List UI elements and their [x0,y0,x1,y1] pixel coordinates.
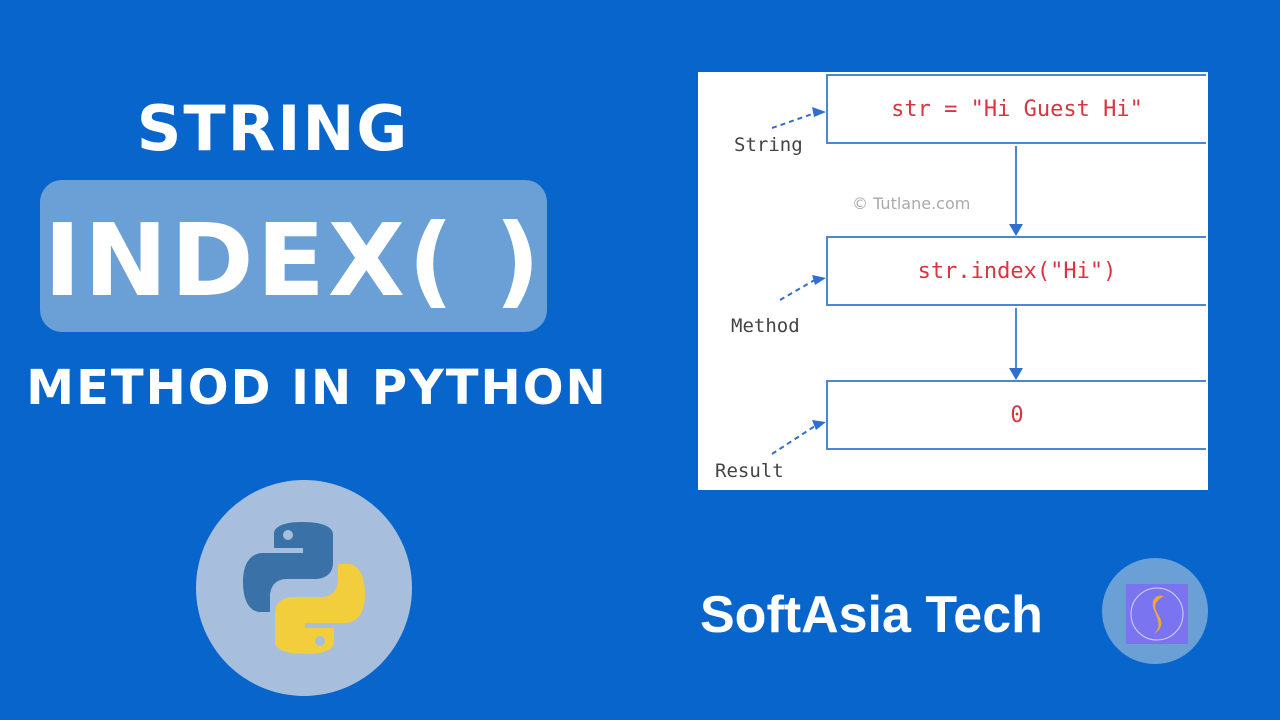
title-line3: METHOD IN PYTHON [26,360,608,416]
label-string: String [734,134,803,156]
title-line1: STRING [136,92,410,165]
method-box: str.index("Hi") [826,236,1206,306]
string-box: str = "Hi Guest Hi" [826,74,1206,144]
title-highlight-pill: INDEX( ) [40,180,547,332]
python-logo-icon [196,480,412,696]
label-method: Method [731,315,800,337]
softasia-logo-icon [1102,558,1208,664]
watermark: © Tutlane.com [852,194,971,213]
brand-name: SoftAsia Tech [700,586,1043,644]
title-highlight: INDEX( ) [43,202,544,319]
result-box: 0 [826,380,1206,450]
label-result: Result [715,460,784,482]
index-diagram: str = "Hi Guest Hi" str.index("Hi") 0 St… [698,72,1208,490]
